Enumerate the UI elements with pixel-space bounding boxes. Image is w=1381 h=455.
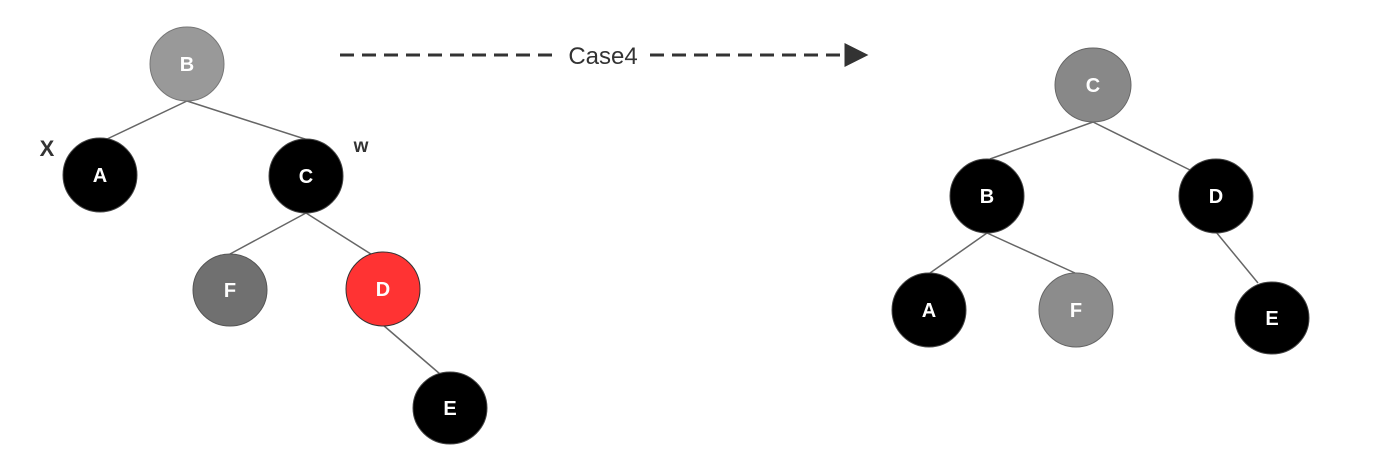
node-label: D [1209,186,1223,208]
edge-b-a [104,100,188,141]
edge-c-b [989,121,1094,160]
after-node-a: A [891,272,967,348]
before-node-d: D [345,251,421,327]
edge-c-d [1092,121,1191,171]
node-label: F [1070,300,1082,322]
before-edges [104,100,441,375]
before-node-e: E [412,371,488,445]
after-node-f: F [1038,272,1114,348]
transition-arrow: Case4 [340,43,869,70]
after-node-b: B [949,158,1025,234]
edge-c-f [229,212,307,255]
after-node-d: D [1178,158,1254,234]
before-tree: B A C F D E X w [40,26,488,445]
before-node-a: A [62,137,138,213]
edge-d-e [1215,231,1259,284]
edge-c-d [305,212,375,257]
edge-d-e [382,324,441,375]
before-node-b: B [149,26,225,102]
node-label: F [224,280,236,302]
node-label: A [922,300,936,322]
node-label: E [1265,308,1278,330]
node-label: E [443,398,456,420]
node-label: A [93,165,107,187]
edge-b-c [186,100,309,141]
node-label: B [980,186,994,208]
after-edges [929,121,1259,284]
edge-b-a [929,232,988,274]
transition-label: Case4 [568,43,637,70]
w-sibling-label: w [353,136,369,157]
after-node-c: C [1054,47,1132,123]
x-pointer-label: X [40,136,55,161]
after-node-e: E [1234,281,1310,355]
edge-b-f [986,232,1076,274]
node-label: C [1086,75,1100,97]
node-label: D [376,279,390,301]
before-node-f: F [192,253,268,327]
before-node-c: C [268,138,344,214]
node-label: B [180,54,194,76]
node-label: C [299,166,313,188]
after-tree: C B D A F E [891,47,1310,355]
